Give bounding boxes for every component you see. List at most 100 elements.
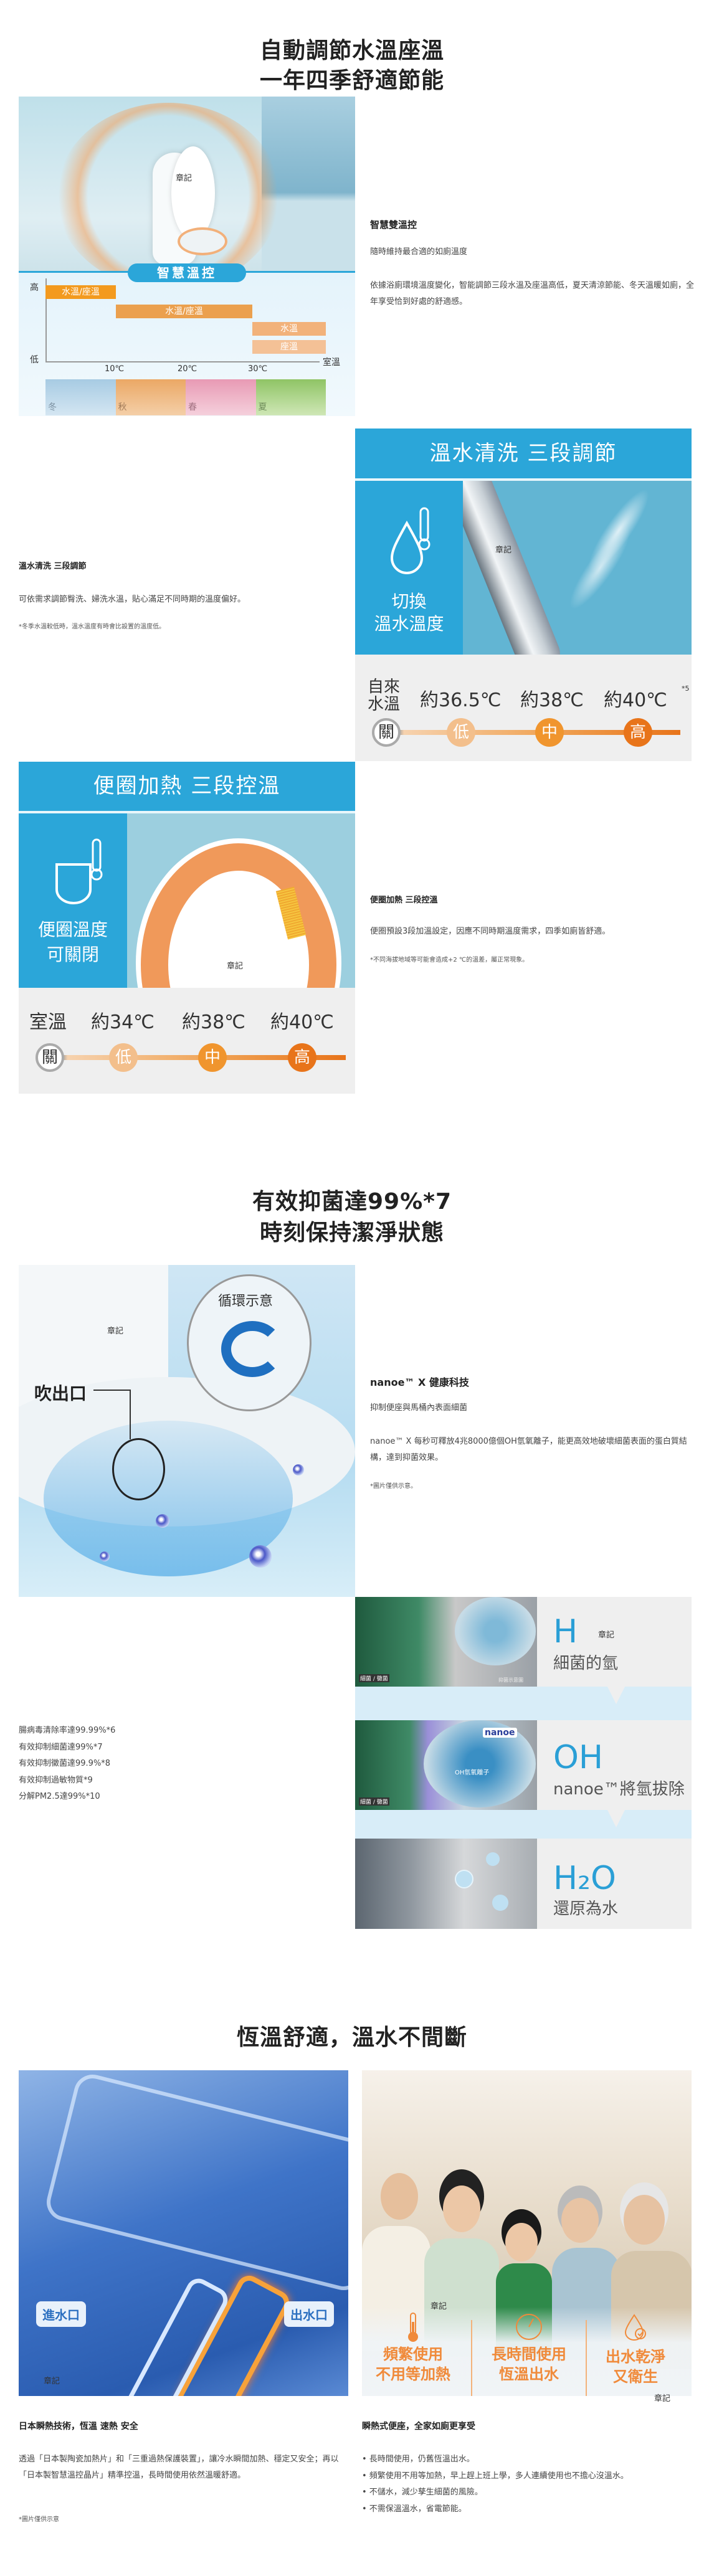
family-image: 章記 xyxy=(362,2070,692,2396)
watermark: 章記 xyxy=(227,962,244,971)
level-low: 低 xyxy=(447,718,475,747)
list-item: 有效抑制黴菌達99.9%*8 xyxy=(19,1759,111,1768)
level-off: 關 xyxy=(372,718,401,747)
seat-heating-side-panel: 便圈溫度 可關閉 xyxy=(19,813,127,988)
level-mid: 中 xyxy=(535,718,564,747)
inlet-label: 進水口 xyxy=(36,2301,86,2327)
y-high-label: 高 xyxy=(30,283,39,293)
smart-temp-chart: 智慧溫控 高 低 室溫 10℃ 20℃ 30℃ 水溫/座溫 水溫/座溫 水溫 座… xyxy=(19,263,355,416)
chart-banner: 智慧溫控 xyxy=(128,263,246,282)
step-symbol: OH xyxy=(553,1739,604,1776)
step-text: 還原為水 xyxy=(553,1900,619,1918)
temp-mid: 約38℃ xyxy=(520,689,584,711)
list-item: 有效抑制細菌達99%*7 xyxy=(19,1742,103,1752)
tick-label: 20℃ xyxy=(178,364,197,374)
temp-mid: 約38℃ xyxy=(182,1011,245,1033)
warm-wash-levels: 自來水溫 約36.5℃ 約38℃ 約40℃ *5 關 低 中 高 xyxy=(355,655,692,761)
outlet-label: 出水口 xyxy=(284,2301,334,2327)
side-text: 可關閉 xyxy=(46,944,99,965)
nozzle-image: 章記 xyxy=(463,481,692,655)
feature-description: 便圈預設3段加溫設定，因應不同時期溫度需求，四季如廁皆舒適。 xyxy=(370,927,611,936)
section-title: 恆溫舒適，溫水不間斷 xyxy=(236,2025,467,2050)
season-winter: 冬 xyxy=(45,379,116,415)
tap-water-label: 自來水溫 xyxy=(368,678,401,714)
chart-bar: 座溫 xyxy=(252,340,326,354)
nanoe-circulation-image: 循環示意 吹出口 章記 xyxy=(19,1265,355,1597)
heated-seat-image: 章記 xyxy=(127,813,355,988)
chart-bar: 水溫 xyxy=(252,322,326,336)
efficacy-list: 腸病毒清除率達99.99%*6 有效抑制細菌達99%*7 有效抑制黴菌達99.9… xyxy=(19,1723,115,1806)
step-symbol: H₂O xyxy=(553,1860,616,1897)
footnote: *冬季水溫較低時，溫水溫度有時會比設置的溫度低。 xyxy=(19,623,165,630)
seat-thermometer-icon xyxy=(55,838,103,904)
y-low-label: 低 xyxy=(30,355,39,365)
step-hydrogen: 細菌 / 黴菌 抑菌示意圖 H 章記 細菌的氫 xyxy=(355,1597,692,1687)
level-high: 高 xyxy=(288,1043,316,1072)
outlet-label: 吹出口 xyxy=(34,1383,87,1404)
feature-description: 依據浴廁環境溫度變化，智能調節三段水溫及座溫高低，夏天清涼節能、冬天溫暖如廁，全… xyxy=(370,281,695,306)
feature-heading: 瞬熱式便座，全家如廁更享受 xyxy=(362,2422,475,2432)
feature-heading: 溫水清洗 三段調節 xyxy=(19,562,87,571)
warm-wash-header: 溫水清洗 三段調節 xyxy=(355,429,692,481)
tick-label: 30℃ xyxy=(248,364,268,374)
temp-low: 約36.5℃ xyxy=(420,689,502,711)
warm-wash-side-panel: 切換 溫水溫度 xyxy=(355,481,463,655)
side-text: 便圈溫度 xyxy=(37,919,108,940)
watermark: 章記 xyxy=(495,546,512,555)
season-spring: 春 xyxy=(186,379,256,415)
level-mid: 中 xyxy=(198,1043,227,1072)
footnote: *圖片僅供示意 xyxy=(19,2516,59,2523)
footnote: *不同海拔地域等可能會造成+2 ℃的溫差，屬正常現象。 xyxy=(370,957,529,964)
feature-description: 可依需求調節臀洗、婦洗水溫，貼心滿足不同時期的溫度偏好。 xyxy=(19,595,246,604)
level-off: 關 xyxy=(36,1043,64,1072)
list-item: • 不需保溫溫水，省電節能。 xyxy=(362,2504,467,2514)
temp-high: 約40℃ xyxy=(270,1011,334,1033)
list-item: • 不儲水，減少孳生細菌的風險。 xyxy=(362,2488,483,2497)
watermark: 章記 xyxy=(44,2377,60,2386)
temp-high: 約40℃ xyxy=(604,689,667,711)
watermark: 章記 xyxy=(107,1327,124,1336)
level-high: 高 xyxy=(624,718,652,747)
thermometer-icon xyxy=(408,2313,418,2342)
chart-bar: 水溫/座溫 xyxy=(116,305,252,318)
seat-heating-levels: 室溫 約34℃ 約38℃ 約40℃ 關 低 中 高 xyxy=(19,988,355,1094)
section-title: 有效抑菌達99%*7 xyxy=(252,1189,452,1215)
circulation-label: 循環示意 xyxy=(218,1294,274,1309)
step-text: 細菌的氫 xyxy=(553,1654,619,1673)
feature-heading: 便圈加熱 三段控溫 xyxy=(370,896,438,905)
list-item: • 頻繁使用不用等加熱，早上趕上班上學，多人連續使用也不擔心沒溫水。 xyxy=(362,2471,629,2481)
section-subtitle: 一年四季舒適節能 xyxy=(259,68,444,93)
feature-long-use: 長時間使用恆溫出水 xyxy=(492,2346,566,2383)
feature-heading: 日本瞬熱技術，恆溫 速熱 安全 xyxy=(19,2422,138,2432)
gauge-icon xyxy=(516,2314,542,2340)
water-drop-thermometer-icon xyxy=(390,507,430,574)
x-axis-label: 室溫 xyxy=(323,358,340,367)
level-low: 低 xyxy=(109,1043,138,1072)
step-text: nanoe™將氫拔除 xyxy=(553,1780,685,1799)
temp-low: 約34℃ xyxy=(91,1011,155,1033)
temp-footnote: *5 xyxy=(682,684,690,693)
feature-subtext: 隨時維持最合適的如廁溫度 xyxy=(370,247,468,257)
footnote: *圖片僅供示意。 xyxy=(370,1483,417,1490)
season-autumn: 秋 xyxy=(115,379,186,415)
feature-heading: nanoe™ X 健康科技 xyxy=(370,1376,469,1388)
list-item: 腸病毒清除率達99.99%*6 xyxy=(19,1726,116,1735)
list-item: • 長時間使用，仍舊恆溫出水。 xyxy=(362,2455,475,2464)
list-item: 分解PM2.5達99%*10 xyxy=(19,1792,100,1801)
feature-subtext: 抑制便座與馬桶內表面細菌 xyxy=(370,1403,468,1413)
watermark: 章記 xyxy=(430,2302,447,2311)
feature-description: nanoe™ X 每秒可釋放4兆8000億個OH氫氧離子，能更高效地破壞細菌表面… xyxy=(370,1437,687,1462)
seat-heating-header: 便圈加熱 三段控溫 xyxy=(19,762,355,813)
watermark: 章記 xyxy=(598,1631,615,1640)
feature-clean-water: 出水乾淨又衛生 xyxy=(606,2348,665,2385)
step-symbol: H xyxy=(553,1613,578,1650)
step-hydroxyl: nanoe OH氫氧離子 細菌 / 黴菌 OH nanoe™將氫拔除 xyxy=(355,1720,692,1810)
bacteria-image: 細菌 / 黴菌 抑菌示意圖 xyxy=(355,1597,537,1687)
water-image xyxy=(355,1839,537,1929)
watermark: 章記 xyxy=(654,2394,671,2403)
season-summer: 夏 xyxy=(255,379,326,415)
list-item: 有效抑制過敏物質*9 xyxy=(19,1775,93,1785)
section-title: 自動調節水溫座溫 xyxy=(259,38,444,64)
heater-cutaway-image: 進水口 出水口 章記 xyxy=(19,2070,348,2396)
step-water: H₂O 還原為水 xyxy=(355,1839,692,1929)
